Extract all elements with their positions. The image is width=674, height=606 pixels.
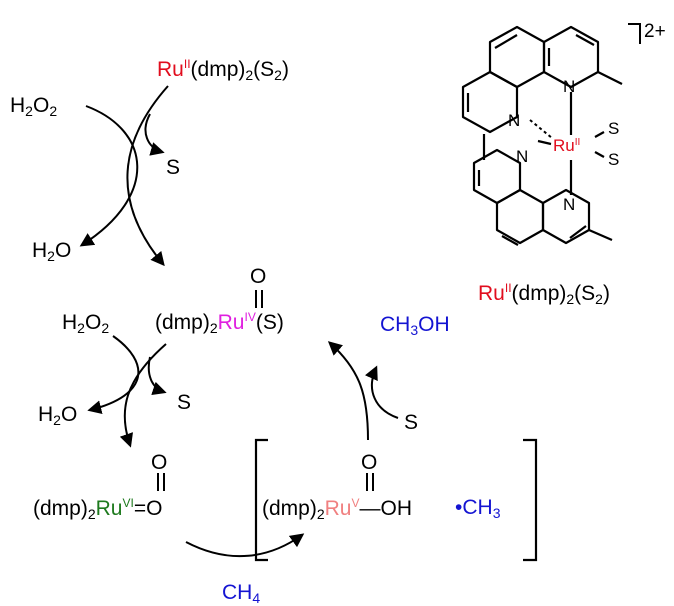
arrow-s-release-1 [144,113,165,156]
arrow-start-to-ru-iv [126,85,169,267]
arrow-h2o2-to-h2o-1 [79,105,139,247]
arrow-ru-v-to-ru-iv [327,341,369,441]
atom-s-1: S [608,119,620,138]
atom-n-4: N [563,195,576,214]
square-brackets [254,438,538,562]
arrow-ru-iv-to-ru-vi [119,343,167,448]
h2o-label-1: H2O [32,239,72,264]
oxo-bonds [157,290,374,491]
atom-n-2: N [508,111,521,130]
ru-iv-oxo-atom: O [250,265,267,288]
ru-v-complex: (dmp)2RuV—OH [262,496,413,522]
s-release-2: S [177,391,192,414]
arrow-h2o2-to-h2o-2 [87,335,140,415]
s-release-1: S [166,156,181,179]
ru-vi-complex: (dmp)2RuVI=O [33,496,163,522]
dashed-bond [529,119,553,139]
methanol-label: CH3OH [380,313,450,338]
complex-charge: 2+ [644,21,666,42]
atom-n-1: N [563,77,576,96]
ligand-bonds [461,25,623,246]
h2o2-label-1: H2O2 [10,94,58,119]
atom-n-3: N [516,147,529,166]
start-complex: RuII(dmp)2(S2) [157,57,289,83]
methane-label: CH4 [222,581,261,606]
h2o2-label-2: H2O2 [62,311,110,336]
s-in-label: S [404,411,419,434]
atom-s-2: S [608,150,620,169]
ru-iv-complex: (dmp)2RuIV(S) [155,310,284,336]
methyl-radical: •CH3 [455,496,501,521]
ru-vi-oxo-atom: O [151,451,168,474]
arrow-ch4 [185,533,305,558]
charge-bracket [628,23,641,44]
structure-ru: RuII [553,136,581,155]
h2o-label-2: H2O [38,403,78,428]
arrow-s-in [364,365,399,419]
complex-name-label: RuII(dmp)2(S2) [478,281,610,307]
arrow-s-release-2 [147,356,167,396]
ru-v-oxo-atom: O [361,451,378,474]
